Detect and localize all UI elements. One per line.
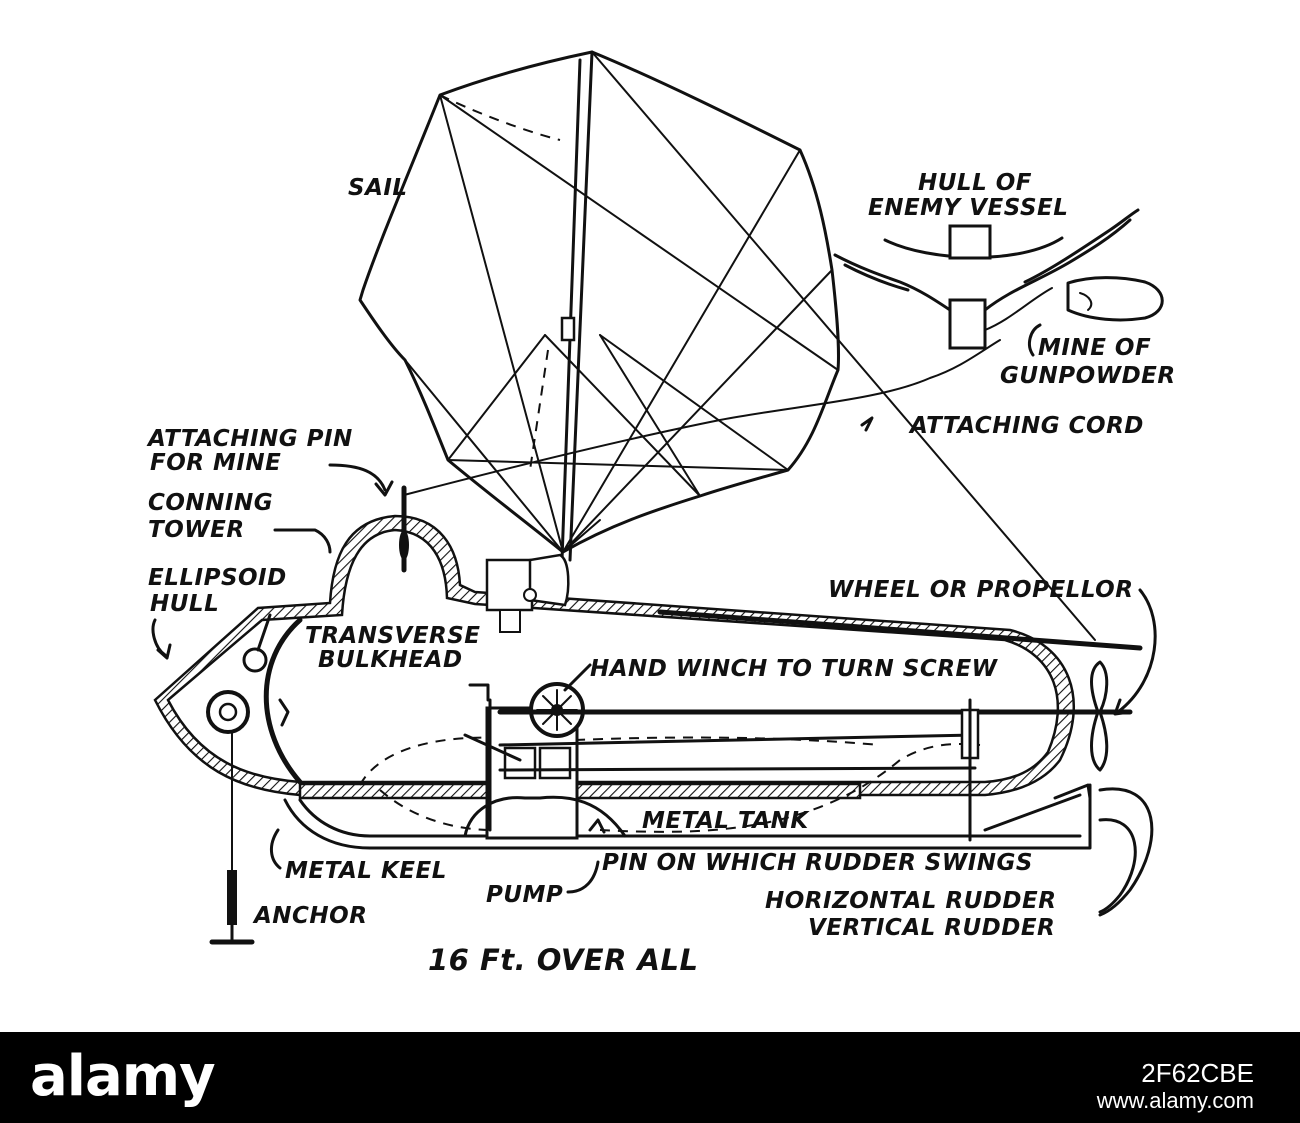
watermark-bar: alamy 2F62CBE www.alamy.com	[0, 1032, 1300, 1123]
label-hull-of-enemy-vessel-line2: ENEMY VESSEL	[868, 195, 1068, 221]
label-sail: SAIL	[348, 175, 408, 201]
label-metal-keel: METAL KEEL	[285, 858, 447, 884]
diagram-area: SAIL HULL OF ENEMY VESSEL MINE OF GUNPOW…	[146, 50, 1176, 977]
label-hand-winch: HAND WINCH TO TURN SCREW	[590, 656, 999, 682]
submarine-diagram: SAIL HULL OF ENEMY VESSEL MINE OF GUNPOW…	[146, 50, 1176, 977]
label-mine-of-gunpowder-line1: MINE OF	[1038, 335, 1151, 361]
label-attaching-cord: ATTACHING CORD	[908, 413, 1144, 439]
enemy-vessel-drawing	[833, 208, 1164, 350]
label-transverse-bulkhead-line2: BULKHEAD	[318, 647, 463, 673]
label-transverse-bulkhead-line1: TRANSVERSE	[305, 623, 481, 649]
label-ellipsoid-hull-line2: HULL	[150, 591, 219, 617]
label-wheel-or-propellor: WHEEL OR PROPELLOR	[828, 577, 1133, 603]
label-mine-of-gunpowder-line2: GUNPOWDER	[1000, 363, 1176, 389]
label-overall-length: 16 Ft. OVER ALL	[428, 943, 698, 977]
label-hull-of-enemy-vessel-line1: HULL OF	[918, 170, 1032, 196]
sail-drawing	[358, 50, 1096, 641]
label-pin-rudder: PIN ON WHICH RUDDER SWINGS	[602, 850, 1033, 876]
alamy-url: www.alamy.com	[1096, 1088, 1254, 1113]
alamy-logo: alamy	[30, 1044, 216, 1109]
image-id: 2F62CBE	[1141, 1058, 1254, 1088]
anchor-drawing	[209, 731, 255, 945]
attaching-cord-pointer	[860, 416, 874, 432]
label-pump: PUMP	[486, 882, 563, 908]
label-vertical-rudder: VERTICAL RUDDER	[808, 915, 1055, 941]
label-metal-tank: METAL TANK	[642, 808, 810, 834]
attaching-cord-line	[403, 339, 1001, 496]
label-anchor: ANCHOR	[252, 903, 367, 929]
leader-arrows	[151, 323, 1157, 917]
label-conning-tower-line1: CONNING	[148, 490, 273, 516]
submarine-hull-drawing	[153, 485, 1143, 850]
label-attaching-pin-line2: FOR MINE	[150, 450, 281, 476]
label-conning-tower-line2: TOWER	[148, 517, 245, 543]
label-horizontal-rudder: HORIZONTAL RUDDER	[765, 888, 1056, 914]
label-ellipsoid-hull-line1: ELLIPSOID	[148, 565, 287, 591]
label-attaching-pin-line1: ATTACHING PIN	[146, 426, 353, 452]
